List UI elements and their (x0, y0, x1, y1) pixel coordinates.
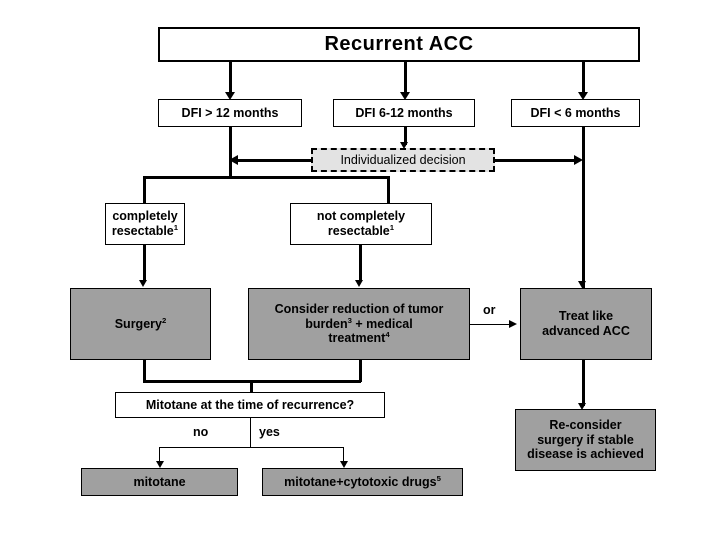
arrowhead-individualized-to-left (229, 155, 238, 165)
connector-not-resectable-to-reduction (359, 245, 362, 281)
footnote-marker: 2 (161, 315, 167, 325)
node-reconsider-surgery-line2: surgery if stable (537, 432, 634, 447)
node-completely-resectable-line1: completely (112, 209, 178, 224)
arrowhead-title-to-dfi-short (578, 92, 588, 100)
node-consider-reduction: Consider reduction of tumor burden3 + me… (248, 288, 470, 360)
connector-to-completely-resectable (143, 176, 146, 203)
node-recurrent-acc: Recurrent ACC (158, 27, 640, 62)
node-recurrent-acc-label: Recurrent ACC (324, 32, 474, 55)
node-reconsider-surgery-line3: disease is achieved (527, 447, 644, 462)
connector-to-not-completely-resectable (387, 176, 390, 203)
node-not-completely-resectable-line2: resectable1 (327, 222, 395, 238)
node-mitotane-question: Mitotane at the time of recurrence? (115, 392, 385, 418)
node-treat-like-advanced-acc-line1: Treat like (558, 309, 614, 324)
footnote-marker: 1 (389, 222, 395, 232)
connector-merge-to-mitotane-question (250, 380, 253, 392)
node-treat-like-advanced-acc-line2: advanced ACC (542, 324, 630, 338)
footnote-marker: 1 (173, 222, 179, 232)
arrowhead-reduction-to-treat-advanced (509, 320, 517, 328)
node-individualized-decision-label: Individualized decision (340, 152, 466, 167)
arrowhead-no-branch (156, 461, 164, 468)
node-mitotane-question-label: Mitotane at the time of recurrence? (145, 397, 355, 412)
connector-title-to-dfi-long (229, 62, 232, 94)
connector-yes-no-split-bar (159, 447, 344, 449)
connector-mitotane-question-down (250, 418, 252, 448)
connector-dfi-mid-to-individualized (404, 127, 407, 145)
connector-individualized-to-left (236, 159, 312, 162)
node-dfi-6-12-months: DFI 6-12 months (333, 99, 475, 127)
connector-surgery-down (143, 360, 146, 382)
node-consider-reduction-line1: Consider reduction of tumor (274, 301, 444, 316)
arrowhead-resectable-to-surgery (139, 280, 147, 287)
connector-individualized-to-right (495, 159, 576, 162)
node-reconsider-surgery: Re-consider surgery if stable disease is… (515, 409, 656, 471)
node-reconsider-surgery-line1: Re-consider (549, 417, 622, 432)
connector-reduction-to-treat-advanced (470, 324, 511, 326)
connector-resectability-split-bar (143, 176, 389, 179)
connector-treat-advanced-to-reconsider (582, 360, 585, 406)
node-mitotane-label: mitotane (133, 474, 186, 489)
node-mitotane-cytotoxic-drugs: mitotane+cytotoxic drugs5 (262, 468, 463, 496)
node-dfi-less-6-months-label: DFI < 6 months (530, 105, 621, 120)
connector-dfi-long-spine (229, 127, 232, 177)
node-not-completely-resectable: not completely resectable1 (290, 203, 432, 245)
connector-title-to-dfi-short (582, 62, 585, 94)
connector-no-branch (159, 447, 161, 464)
node-dfi-greater-12-months: DFI > 12 months (158, 99, 302, 127)
node-dfi-greater-12-months-label: DFI > 12 months (181, 105, 279, 120)
connector-yes-branch (343, 447, 345, 464)
node-not-completely-resectable-line1: not completely (316, 209, 406, 224)
arrowhead-dfi-short-to-treat-advanced (578, 281, 586, 288)
edge-label-yes: yes (259, 425, 280, 439)
arrowhead-dfi-mid-to-individualized (400, 142, 408, 149)
edge-label-or: or (483, 303, 496, 317)
node-completely-resectable: completely resectable1 (105, 203, 185, 245)
node-mitotane-cytotoxic-drugs-label: mitotane+cytotoxic drugs5 (284, 473, 441, 489)
arrowhead-not-resectable-to-reduction (355, 280, 363, 287)
connector-title-to-dfi-mid (404, 62, 407, 94)
node-individualized-decision: Individualized decision (311, 148, 495, 172)
arrowhead-treat-advanced-to-reconsider (578, 403, 586, 410)
node-completely-resectable-line2: resectable1 (111, 222, 179, 238)
node-surgery-label: Surgery2 (114, 315, 167, 331)
arrowhead-yes-branch (340, 461, 348, 468)
node-treat-like-advanced-acc: Treat like advanced ACC (520, 288, 652, 360)
node-mitotane: mitotane (81, 468, 238, 496)
node-surgery: Surgery2 (70, 288, 211, 360)
footnote-marker: 3 (347, 315, 352, 325)
node-consider-reduction-line2: burden3 + medical (305, 315, 413, 331)
connector-resectable-to-surgery (143, 245, 146, 281)
edge-label-no: no (193, 425, 209, 439)
connector-dfi-short-spine (582, 127, 585, 290)
node-consider-reduction-line3: treatment4 (328, 330, 390, 346)
node-dfi-less-6-months: DFI < 6 months (511, 99, 640, 127)
node-dfi-6-12-months-label: DFI 6-12 months (355, 105, 453, 120)
connector-reduction-down (359, 360, 362, 382)
arrowhead-title-to-dfi-mid (400, 92, 410, 100)
arrowhead-title-to-dfi-long (225, 92, 235, 100)
footnote-marker: 4 (385, 330, 390, 340)
footnote-marker: 5 (436, 473, 441, 483)
arrowhead-individualized-to-right (574, 155, 583, 165)
